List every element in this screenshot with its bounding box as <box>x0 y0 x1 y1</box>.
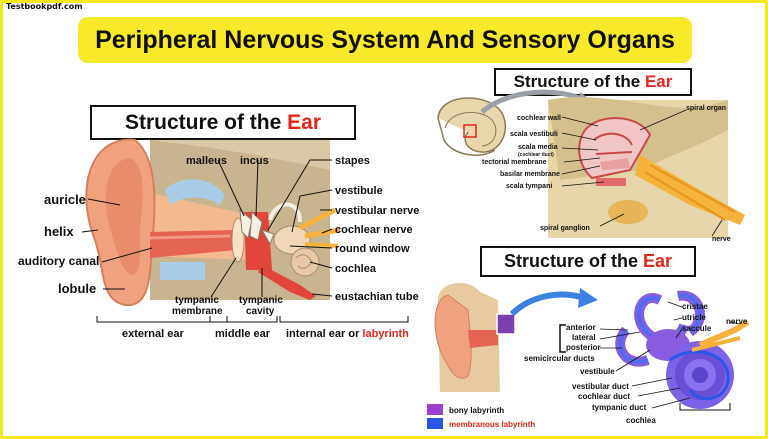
watermark: Testbookpdf.com <box>6 2 83 11</box>
label-cochlea-nerve: nerve <box>712 236 731 243</box>
section-external-ear: external ear <box>122 328 184 340</box>
label-cochlea-lab: cochlea <box>626 416 656 425</box>
label-cochlear-wall: cochlear wall <box>517 115 561 122</box>
label-anterior: anterior <box>566 323 596 332</box>
label-scala-media-sub: (cochlear duct) <box>518 152 554 158</box>
label-incus: incus <box>240 155 269 167</box>
label-labyrinth-nerve: nerve <box>726 317 748 326</box>
label-cochlear-duct: cochlear duct <box>578 392 630 401</box>
label-saccule: saccule <box>682 324 712 333</box>
section-internal-highlight: labyrinth <box>362 328 409 340</box>
legend-membranous: membranous labyrinth <box>449 420 535 429</box>
label-helix: helix <box>44 224 74 239</box>
section-internal-ear: internal ear or labyrinth <box>286 328 409 340</box>
legend-swatch-membranous <box>427 418 443 429</box>
legend-swatch-bony <box>427 404 443 415</box>
label-lobule: lobule <box>58 281 96 296</box>
labyrinth-leaders <box>599 301 741 409</box>
label-tympanic-cavity-1: tympanic <box>239 295 283 306</box>
label-stapes: stapes <box>335 155 370 167</box>
label-round-window: round window <box>335 243 410 255</box>
label-scala-tympani: scala tympani <box>506 183 552 190</box>
label-scala-media: scala media <box>518 144 558 151</box>
label-scala-vestibuli: scala vestibuli <box>510 131 558 138</box>
section-middle-ear: middle ear <box>215 328 271 340</box>
label-cristae: cristae <box>682 302 708 311</box>
label-auricle: auricle <box>44 192 86 207</box>
label-cochlea: cochlea <box>335 263 377 275</box>
page-title: Peripheral Nervous System And Sensory Or… <box>78 17 692 63</box>
label-lateral: lateral <box>572 333 596 342</box>
label-spiral-ganglion: spiral ganglion <box>540 225 590 232</box>
main-ear-illustration <box>85 138 341 307</box>
label-eustachian-tube: eustachian tube <box>335 291 419 303</box>
label-malleus: malleus <box>186 155 227 167</box>
label-vestibule: vestibule <box>335 185 383 197</box>
main-ear-leaders <box>81 159 333 298</box>
cochlea-title: Structure of the Ear <box>494 68 692 96</box>
label-basilar-membrane: basilar membrane <box>500 171 560 178</box>
label-tympanic-cavity-2: cavity <box>246 306 275 317</box>
label-utricle: utricle <box>682 313 707 322</box>
label-tympanic-membrane-1: tympanic <box>175 295 219 306</box>
label-posterior: posterior <box>566 343 601 352</box>
cochlea-illustration <box>437 89 745 238</box>
label-tympanic-membrane-2: membrane <box>172 306 223 317</box>
legend-bony: bony labyrinth <box>449 406 504 415</box>
label-cochlear-nerve: cochlear nerve <box>335 224 413 236</box>
main-ear-title-highlight: Ear <box>287 110 322 134</box>
label-vestibular-nerve: vestibular nerve <box>335 205 419 217</box>
cochlea-title-highlight: Ear <box>644 72 673 91</box>
labyrinth-title-prefix: Structure of the <box>503 251 643 271</box>
label-spiral-organ: spiral organ <box>686 105 726 112</box>
cochlea-title-prefix: Structure of the <box>513 72 645 91</box>
cochlea-leaders <box>561 109 723 237</box>
label-tympanic-duct: tympanic duct <box>592 403 647 412</box>
label-tectorial-membrane: tectorial membrane <box>482 159 547 166</box>
labyrinth-title-highlight: Ear <box>642 251 673 271</box>
labyrinth-title: Structure of the Ear <box>480 246 696 277</box>
section-internal-text: internal ear or <box>286 328 362 340</box>
label-auditory-canal: auditory canal <box>18 254 99 268</box>
section-brackets <box>96 316 409 323</box>
label-vestibular-duct: vestibular duct <box>572 382 629 391</box>
label-vestibule-lab: vestibule <box>580 367 615 376</box>
main-ear-title: Structure of the Ear <box>90 105 356 140</box>
main-ear-title-prefix: Structure of the <box>124 110 288 134</box>
label-semicircular-ducts: semicircular ducts <box>524 354 595 363</box>
labyrinth-illustration <box>434 282 750 411</box>
